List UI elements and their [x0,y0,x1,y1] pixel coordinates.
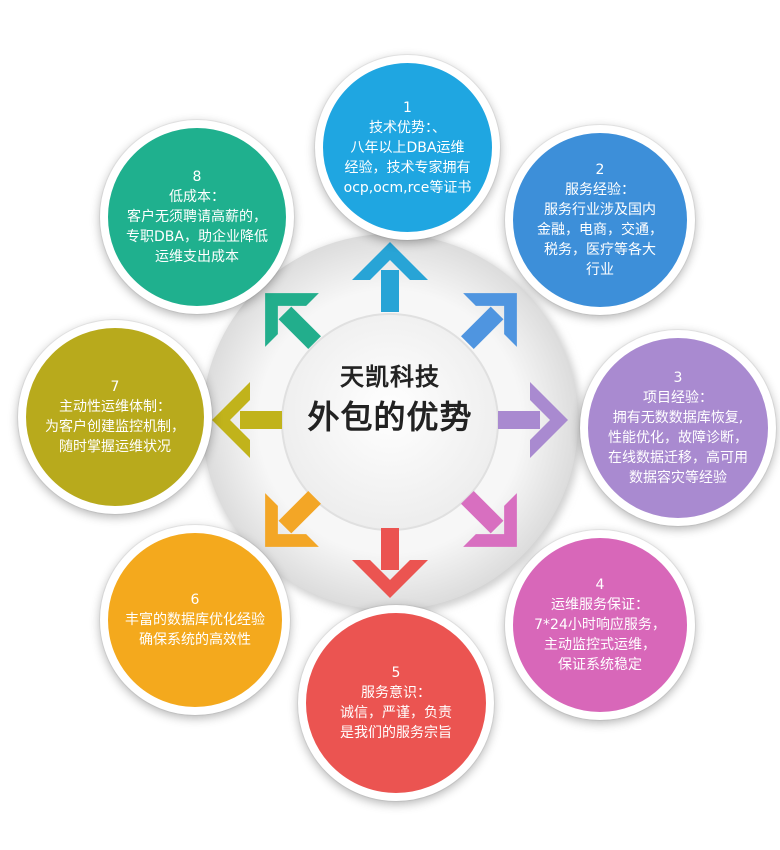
advantage-node-7: 7 主动性运维体制： 为客户创建监控机制， 随时掌握运维状况 [18,320,212,514]
node-1-line: 八年以上DBA运维 [350,139,465,156]
node-8-line: 低成本： [169,189,225,205]
node-4-line: 运维服务保证： [551,597,649,613]
node-5-line: 诚信，严谨，负责 [340,705,452,721]
node-3-line: 拥有无数数据库恢复, [612,410,744,426]
node-1-line: 经验，技术专家拥有 [344,159,471,176]
node-4-number: 4 [595,577,605,593]
node-7-text: 7 主动性运维体制： 为客户创建监控机制， 随时掌握运维状况 [30,377,200,457]
node-4-text: 4 运维服务保证： 7*24小时响应服务， 主动监控式运维， 保证系统稳定 [520,575,680,675]
node-2-text: 2 服务经验： 服务行业涉及国内 金融，电商，交通， 税务，医疗等各大 行业 [525,160,675,280]
node-8-number: 8 [192,169,202,185]
node-7-line: 随时掌握运维状况 [59,439,171,455]
node-3-line: 项目经验： [643,390,713,406]
node-8-line: 运维支出成本 [155,249,239,265]
node-2-line: 服务行业涉及国内 [544,202,656,218]
node-2-line: 服务经验： [565,182,635,198]
node-6-number: 6 [190,592,200,608]
node-2-number: 2 [595,162,605,178]
arrow-downleft-icon [265,491,321,547]
node-7-number: 7 [110,379,120,395]
node-1-line: 技术优势：、 [369,119,446,136]
node-6-text: 6 丰富的数据库优化经验 确保系统的高效性 [109,590,281,650]
node-5-line: 服务意识： [361,685,431,701]
advantage-node-8: 8 低成本： 客户无须聘请高薪的， 专职DBA，助企业降低 运维支出成本 [100,120,294,314]
arrow-upright-icon [461,293,517,349]
advantage-node-6: 6 丰富的数据库优化经验 确保系统的高效性 [100,525,290,715]
node-3-text: 3 项目经验： 拥有无数数据库恢复, 性能优化，故障诊断， 在线数据迁移，高可用… [592,368,764,488]
node-3-line: 数据容灾等经验 [629,470,727,486]
node-4-line: 主动监控式运维， [544,637,656,653]
node-2-line: 行业 [586,262,614,278]
arrow-left-icon [212,382,282,458]
node-3-line: 在线数据迁移，高可用 [608,450,748,466]
node-8-line: 专职DBA，助企业降低 [126,229,268,245]
arrow-right-icon [498,382,568,458]
arrow-down-icon [352,528,428,598]
node-1-number: 1 [403,99,412,116]
node-6-line: 丰富的数据库优化经验 [125,612,265,628]
node-1-text: 1 技术优势：、 八年以上DBA运维 经验，技术专家拥有 ocp,ocm,rce… [333,98,483,198]
node-2-line: 税务，医疗等各大 [544,242,656,258]
advantage-node-3: 3 项目经验： 拥有无数数据库恢复, 性能优化，故障诊断， 在线数据迁移，高可用… [580,330,776,526]
node-4-line: 7*24小时响应服务， [534,617,666,633]
node-8-line: 客户无须聘请高薪的， [127,209,267,225]
arrow-up-icon [352,242,428,312]
node-1-line: ocp,ocm,rce等证书 [343,179,472,196]
node-7-line: 主动性运维体制： [59,399,171,415]
advantage-node-2: 2 服务经验： 服务行业涉及国内 金融，电商，交通， 税务，医疗等各大 行业 [505,125,695,315]
advantage-node-4: 4 运维服务保证： 7*24小时响应服务， 主动监控式运维， 保证系统稳定 [505,530,695,720]
arrow-upleft-icon [265,293,321,349]
advantage-node-5: 5 服务意识： 诚信，严谨，负责 是我们的服务宗旨 [298,605,494,801]
node-7-line: 为客户创建监控机制， [45,419,185,435]
advantage-node-1: 1 技术优势：、 八年以上DBA运维 经验，技术专家拥有 ocp,ocm,rce… [315,55,500,240]
node-8-text: 8 低成本： 客户无须聘请高薪的， 专职DBA，助企业降低 运维支出成本 [112,167,282,267]
node-3-line: 性能优化，故障诊断， [608,430,748,446]
node-4-line: 保证系统稳定 [558,657,642,673]
node-5-text: 5 服务意识： 诚信，严谨，负责 是我们的服务宗旨 [321,663,471,743]
node-5-line: 是我们的服务宗旨 [340,725,452,741]
node-6-line: 确保系统的高效性 [139,632,251,648]
node-3-number: 3 [673,370,683,386]
node-5-number: 5 [391,665,401,681]
node-2-line: 金融，电商，交通， [537,222,663,238]
